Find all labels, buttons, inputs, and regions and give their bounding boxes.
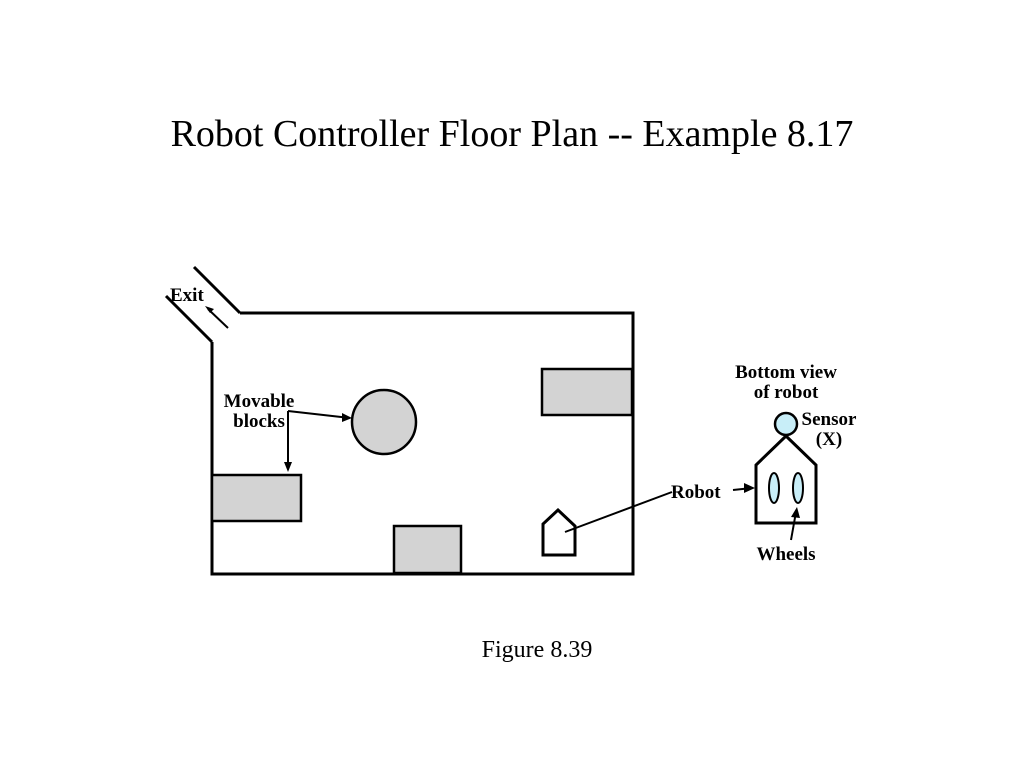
wheels-label: Wheels xyxy=(756,544,815,565)
bottom-view-label-line2: of robot xyxy=(754,382,819,403)
exit-wall-line-bottom xyxy=(164,294,214,344)
sensor-label-line1: Sensor xyxy=(802,409,857,430)
robot-label: Robot xyxy=(671,482,721,503)
exit-wall-line-top xyxy=(192,265,242,315)
wheel-left xyxy=(768,472,780,504)
movable-block-left xyxy=(210,473,303,523)
movable-block-right xyxy=(540,367,634,417)
figure-caption: Figure 8.39 xyxy=(482,637,593,663)
movable-block-round xyxy=(350,388,418,456)
page-title: Robot Controller Floor Plan -- Example 8… xyxy=(171,113,854,155)
wheels-arrow xyxy=(790,507,800,541)
exit-doorway xyxy=(164,265,242,344)
robot-leader-line xyxy=(564,491,673,533)
exit-label: Exit xyxy=(170,285,204,306)
movable-blocks-label-line2: blocks xyxy=(233,411,285,432)
exit-arrow xyxy=(205,306,229,329)
movable-blocks-arrow-to-circle xyxy=(287,410,352,422)
wheel-right xyxy=(792,472,804,504)
robot-bottom-view-body xyxy=(754,433,818,525)
sensor-icon xyxy=(773,411,799,437)
robot-arrow xyxy=(732,483,755,493)
sensor-label-line2: (X) xyxy=(816,429,842,450)
bottom-view-label-line1: Bottom view xyxy=(735,362,837,383)
movable-block-bottom xyxy=(392,524,463,575)
robot-in-room xyxy=(541,507,577,557)
movable-blocks-label-line1: Movable xyxy=(224,391,295,412)
movable-blocks-arrow-to-left-block xyxy=(284,411,292,472)
